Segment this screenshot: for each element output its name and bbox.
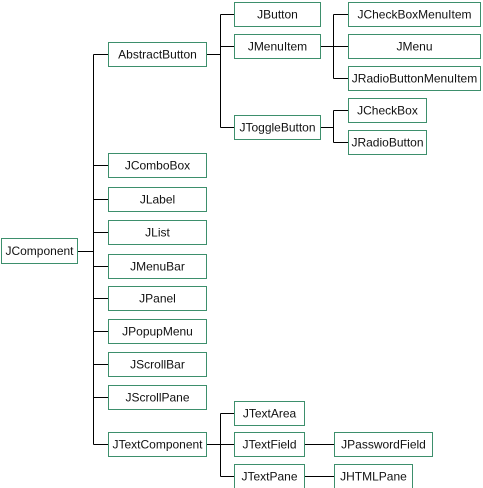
class-box bbox=[108, 286, 207, 311]
class-label: JList bbox=[145, 226, 170, 240]
class-label: JRadioButtonMenuItem bbox=[352, 72, 477, 86]
class-box bbox=[234, 34, 321, 59]
class-box bbox=[348, 34, 481, 59]
class-node-jhtmlpane: JHTMLPane bbox=[334, 464, 413, 488]
connector-lines bbox=[77, 14, 348, 477]
class-node-jmenuitem: JMenuItem bbox=[234, 34, 321, 59]
class-node-jtextpane: JTextPane bbox=[234, 464, 305, 488]
class-box bbox=[108, 432, 207, 457]
class-label: JLabel bbox=[140, 193, 175, 207]
class-node-jradiobutton: JRadioButton bbox=[348, 130, 427, 155]
class-node-abstractbutton: AbstractButton bbox=[108, 42, 207, 67]
class-box bbox=[348, 130, 427, 155]
class-label: JCheckBoxMenuItem bbox=[357, 8, 471, 22]
class-label: JTextComponent bbox=[112, 438, 203, 452]
class-node-jcombobox: JComboBox bbox=[108, 153, 207, 178]
class-node-jcomponent: JComponent bbox=[1, 238, 78, 264]
class-node-jcheckboxmenuitem: JCheckBoxMenuItem bbox=[348, 2, 481, 27]
class-box bbox=[108, 153, 207, 178]
class-box bbox=[108, 42, 207, 67]
class-label: JCheckBox bbox=[357, 104, 418, 118]
class-node-jmenu: JMenu bbox=[348, 34, 481, 59]
class-label: JMenu bbox=[396, 40, 432, 54]
class-node-jtextfield: JTextField bbox=[234, 432, 305, 457]
class-box bbox=[348, 66, 481, 91]
class-box bbox=[348, 2, 481, 27]
class-box bbox=[348, 98, 427, 123]
class-box bbox=[108, 254, 207, 279]
class-label: JMenuItem bbox=[248, 40, 307, 54]
class-node-jmenubar: JMenuBar bbox=[108, 254, 207, 279]
class-node-jtogglebutton: JToggleButton bbox=[234, 115, 321, 140]
class-node-jradiobuttonmenuitem: JRadioButtonMenuItem bbox=[348, 66, 481, 91]
class-node-jbutton: JButton bbox=[234, 2, 321, 27]
class-label: AbstractButton bbox=[118, 48, 197, 62]
class-box bbox=[234, 2, 321, 27]
class-box bbox=[234, 432, 305, 457]
class-label: JPasswordField bbox=[341, 438, 426, 452]
class-label: JPanel bbox=[139, 292, 176, 306]
class-box bbox=[108, 220, 207, 245]
class-node-jlist: JList bbox=[108, 220, 207, 245]
class-label: JTextArea bbox=[243, 407, 297, 421]
class-box bbox=[1, 238, 78, 264]
class-node-jlabel: JLabel bbox=[108, 187, 207, 212]
class-box bbox=[108, 319, 207, 344]
class-box bbox=[234, 464, 305, 488]
class-node-jscrollpane: JScrollPane bbox=[108, 385, 207, 410]
class-label: JHTMLPane bbox=[340, 470, 407, 484]
class-box bbox=[108, 352, 207, 377]
class-label: JComboBox bbox=[125, 159, 190, 173]
class-label: JMenuBar bbox=[130, 260, 185, 274]
class-label: JComponent bbox=[5, 244, 74, 258]
class-node-jtextcomponent: JTextComponent bbox=[108, 432, 207, 457]
class-node-jcheckbox: JCheckBox bbox=[348, 98, 427, 123]
class-node-jpanel: JPanel bbox=[108, 286, 207, 311]
class-label: JPopupMenu bbox=[122, 325, 193, 339]
class-box bbox=[108, 187, 207, 212]
class-box bbox=[234, 401, 305, 426]
class-label: JScrollBar bbox=[130, 358, 185, 372]
class-label: JButton bbox=[257, 8, 298, 22]
class-box bbox=[334, 432, 433, 457]
class-label: JTextPane bbox=[241, 470, 297, 484]
class-label: JScrollPane bbox=[125, 391, 189, 405]
class-node-jtextarea: JTextArea bbox=[234, 401, 305, 426]
class-node-jpopupmenu: JPopupMenu bbox=[108, 319, 207, 344]
class-label: JToggleButton bbox=[239, 121, 315, 135]
class-label: JTextField bbox=[242, 438, 296, 452]
class-box bbox=[334, 464, 413, 488]
class-label: JRadioButton bbox=[351, 136, 423, 150]
class-node-jpasswordfield: JPasswordField bbox=[334, 432, 433, 457]
class-node-jscrollbar: JScrollBar bbox=[108, 352, 207, 377]
class-box bbox=[234, 115, 321, 140]
class-box bbox=[108, 385, 207, 410]
